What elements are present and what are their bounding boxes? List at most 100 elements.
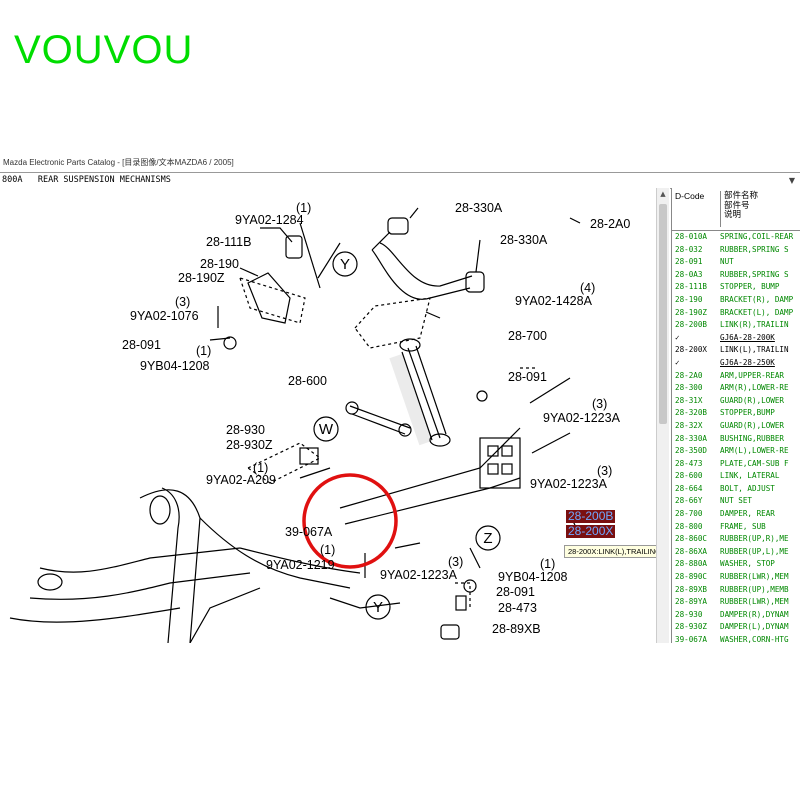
parts-diagram[interactable]: (1) 9YA02-1284 28-111B 28-190 28-190Z (3… — [0, 188, 670, 644]
row-code: 28-320B — [675, 408, 708, 418]
row-code: 28-89XB — [675, 584, 708, 594]
chevron-down-icon[interactable]: ▼ — [788, 176, 795, 185]
row-code: 28-86XA — [675, 546, 708, 556]
row-code: 28-200X — [675, 345, 708, 355]
diagram-label: 9YA02-1219 — [266, 558, 335, 572]
row-code: 28-664 — [675, 483, 703, 493]
row-description: SPRING,COIL-REAR — [720, 232, 794, 241]
table-row[interactable]: 28-473 PLATE,CAM-SUB F — [672, 458, 800, 471]
row-code: 28-200B — [675, 320, 708, 330]
row-code: 28-700 — [675, 509, 703, 519]
row-description: LINK(R),TRAILIN — [720, 320, 789, 330]
scroll-thumb[interactable] — [659, 204, 667, 424]
highlight-code-28-200x[interactable]: 28-200X — [566, 524, 616, 538]
highlight-code-28-200b[interactable]: 28-200B — [566, 509, 616, 523]
row-description: GUARD(R),LOWER — [720, 420, 785, 430]
row-code: 28-2A0 — [675, 370, 703, 380]
diagram-label: (1) — [320, 543, 335, 557]
row-code: 28-880A — [675, 559, 708, 569]
diagram-label: 9YA02-1223A — [530, 477, 608, 491]
diagram-drawing: (1) 9YA02-1284 28-111B 28-190 28-190Z (3… — [9, 201, 630, 644]
row-code: 28-032 — [675, 244, 703, 254]
diagram-scrollbar[interactable]: ▲ — [656, 188, 669, 643]
diagram-label: 28-930Z — [226, 438, 273, 452]
diagram-label: 39-067A — [285, 525, 333, 539]
row-code: 28-473 — [675, 458, 703, 468]
row-code: 28-930 — [675, 609, 703, 619]
row-code: 28-330A — [675, 433, 708, 443]
diagram-label: 28-600 — [288, 374, 327, 388]
row-description: BRACKET(R), DAMP — [720, 294, 794, 304]
diagram-label: 9YA02-A209 — [206, 473, 276, 487]
diagram-label: 9YB04-1208 — [140, 359, 210, 373]
row-code: 28-091 — [675, 257, 703, 267]
row-description: GJ6A-28-250K — [720, 357, 775, 367]
window-title: Mazda Electronic Parts Catalog - [目录图像/文… — [0, 155, 800, 171]
table-row[interactable]: ✓GJ6A-28-250K — [672, 357, 800, 370]
table-row[interactable]: ✓ GJ6A-28-200K — [672, 332, 800, 345]
table-row[interactable]: 28-930 DAMPER(R),DYNAM — [672, 609, 800, 622]
diagram-label: (1) — [540, 557, 555, 571]
diagram-label: 28-330A — [455, 201, 503, 215]
diagram-label: (4) — [580, 281, 595, 295]
row-description: BRACKET(L), DAMP — [720, 307, 794, 317]
row-description: RUBBER(UP,R),ME — [720, 534, 789, 544]
part-tooltip: 28-200X:LINK(L),TRAILING — [564, 545, 665, 558]
diagram-label: (3) — [448, 555, 463, 569]
view-marker: Y — [373, 599, 383, 616]
row-description: DAMPER(R),DYNAM — [720, 609, 789, 619]
row-description: FRAME, SUB — [720, 521, 766, 531]
section-code: 800A — [2, 175, 23, 185]
diagram-label: 9YA02-1223A — [380, 568, 458, 582]
diagram-label: 28-190 — [200, 257, 239, 271]
watermark-text: VOUVOU — [14, 28, 194, 72]
row-code: ✓ — [675, 332, 680, 342]
view-marker: W — [319, 421, 334, 438]
diagram-label: (1) — [196, 344, 211, 358]
row-code: 28-89YA — [675, 597, 708, 607]
section-heading: 800A REAR SUSPENSION MECHANISMS — [0, 173, 171, 188]
table-row[interactable]: 28-200B LINK(R),TRAILIN — [672, 319, 800, 332]
row-description: WASHER,CORN-HTG — [720, 635, 789, 643]
row-code: 28-0A3 — [675, 269, 703, 279]
diagram-label: 28-091 — [122, 338, 161, 352]
diagram-label: 28-091 — [496, 585, 535, 599]
row-code: 28-350D — [675, 446, 708, 456]
row-code: 28-890C — [675, 572, 708, 582]
view-marker: Y — [340, 256, 350, 273]
diagram-label: 28-091 — [508, 370, 547, 384]
row-description: GJ6A-28-200K — [720, 332, 775, 342]
row-description: PLATE,CAM-SUB F — [720, 458, 789, 468]
scroll-up-icon[interactable]: ▲ — [660, 190, 666, 198]
